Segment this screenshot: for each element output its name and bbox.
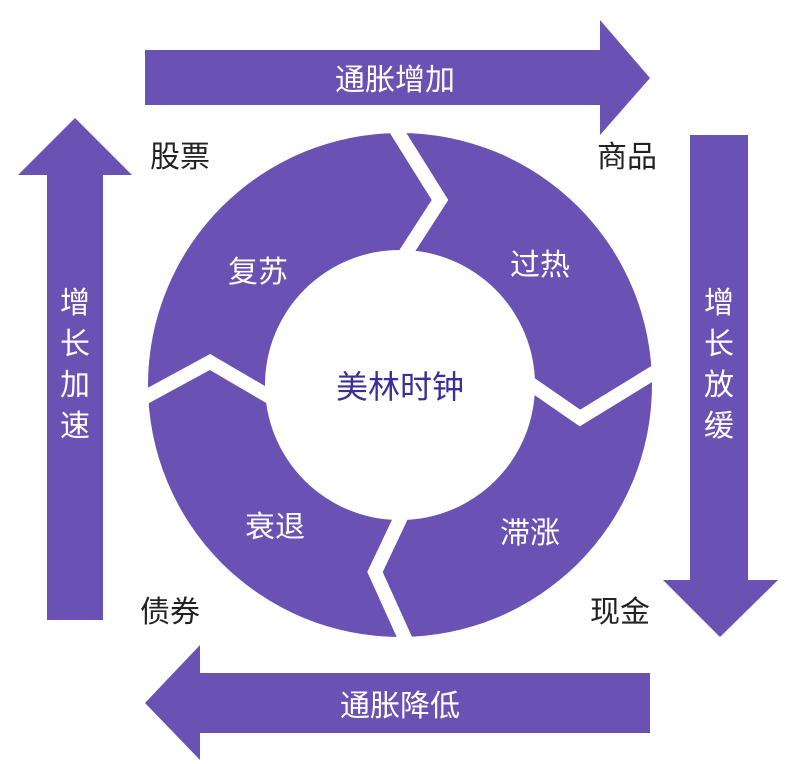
phase-recession: 衰退 (245, 510, 305, 545)
arrow-left-char: 速 (60, 409, 90, 444)
cycle-ring (148, 133, 652, 637)
arrow-right-char: 长 (704, 327, 734, 362)
ring-separators (136, 124, 659, 648)
asset-cash: 现金 (590, 595, 650, 630)
center-title: 美林时钟 (336, 368, 464, 406)
arrow-bottom-label: 通胀降低 (340, 689, 460, 724)
arrow-left-char: 长 (60, 327, 90, 362)
arrow-right-char: 缓 (704, 409, 734, 444)
phase-stagflation: 滞涨 (500, 516, 560, 551)
arrow-right (663, 135, 778, 637)
arrow-top-label: 通胀增加 (335, 63, 455, 98)
arrow-bottom (145, 645, 650, 760)
phase-overheat: 过热 (510, 248, 570, 283)
asset-stocks: 股票 (150, 140, 210, 175)
phase-recovery: 复苏 (228, 255, 288, 290)
arrow-left-char: 增 (60, 286, 90, 321)
arrow-right-char: 放 (704, 368, 734, 403)
arrow-top (145, 20, 650, 135)
arrow-right-char: 增 (704, 286, 734, 321)
asset-commodities: 商品 (597, 140, 657, 175)
arrow-left-char: 加 (60, 368, 90, 403)
arrow-left (18, 118, 132, 620)
asset-bonds: 债券 (140, 595, 200, 630)
